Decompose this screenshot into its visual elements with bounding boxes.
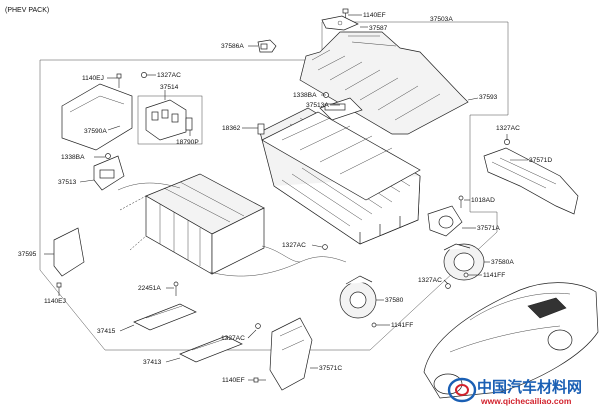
wiring-harness bbox=[117, 182, 347, 277]
bolt-1141ff-mid bbox=[371, 322, 384, 328]
nut-1327ac-bottom bbox=[255, 323, 261, 329]
label-37580a: 37580A bbox=[491, 259, 514, 266]
label-37514: 37514 bbox=[160, 84, 179, 91]
label-1327ac-mid: 1327AC bbox=[282, 242, 306, 249]
fuse-18790p bbox=[185, 117, 193, 131]
label-37590a: 37590A bbox=[84, 128, 107, 135]
cover-37590a bbox=[61, 83, 133, 151]
subassembly-frame-37514 bbox=[137, 95, 203, 145]
label-37503a: 37503A bbox=[430, 16, 453, 23]
label-1141ff-right: 1141FF bbox=[483, 272, 505, 279]
bracket-37595 bbox=[53, 227, 85, 277]
duct-37571c bbox=[269, 317, 313, 391]
label-22451a: 22451A bbox=[138, 285, 161, 292]
label-37413: 37413 bbox=[143, 359, 162, 366]
label-1338ba-left: 1338BA bbox=[61, 154, 85, 161]
vehicle-battery-highlight bbox=[527, 297, 567, 319]
label-37580: 37580 bbox=[385, 297, 404, 304]
bolt-1140ej-bottom bbox=[56, 282, 62, 296]
label-1327ac-right: 1327AC bbox=[496, 125, 520, 132]
callout-labels: 1140EF 37503A 37587 37586A 1140EJ 1327AC… bbox=[18, 12, 552, 384]
blower-37580 bbox=[339, 275, 377, 319]
assembly-boundary bbox=[39, 21, 509, 351]
bolt-1018ad bbox=[458, 195, 464, 208]
bolt-1338ba-left bbox=[105, 153, 111, 159]
nut-1327ac-right bbox=[504, 139, 510, 145]
cover-plate-37503a bbox=[299, 31, 469, 135]
watermark-logo-icon bbox=[447, 377, 477, 403]
label-1140ef-top: 1140EF bbox=[363, 12, 386, 19]
duct-37571a bbox=[427, 205, 463, 237]
label-1140ej-left: 1140EJ bbox=[82, 75, 104, 82]
label-37593: 37593 bbox=[479, 94, 498, 101]
site-watermark: 中国汽车材料网 www.qichecailiao.com bbox=[447, 377, 582, 406]
plate-37415 bbox=[133, 303, 197, 331]
label-1327ac-bottom: 1327AC bbox=[221, 335, 245, 342]
label-1018ad: 1018AD bbox=[471, 197, 495, 204]
nut-1327ac-low bbox=[322, 244, 328, 250]
label-37513a: 37513A bbox=[306, 102, 329, 109]
label-37587: 37587 bbox=[369, 25, 388, 32]
bracket-37513a bbox=[319, 97, 363, 121]
label-1141ff-mid: 1141FF bbox=[391, 322, 413, 329]
label-37595: 37595 bbox=[18, 251, 37, 258]
label-1338ba-upper: 1338BA bbox=[293, 92, 317, 99]
bolt-1140ef-top bbox=[342, 8, 349, 18]
bolt-22451a bbox=[173, 281, 179, 296]
label-37571a: 37571A bbox=[477, 225, 500, 232]
bolt-1140ef-bottom bbox=[253, 377, 266, 383]
connector-37586a bbox=[257, 39, 277, 53]
label-1140ef-bottom: 1140EF bbox=[222, 377, 245, 384]
label-1327ac-low: 1327AC bbox=[418, 277, 442, 284]
bracket-37587 bbox=[321, 15, 359, 31]
duct-37571d bbox=[483, 147, 579, 215]
vehicle-silhouette bbox=[423, 282, 599, 399]
label-18362: 18362 bbox=[222, 125, 241, 132]
nut-1327ac-mid bbox=[445, 283, 451, 289]
bracket-37513 bbox=[93, 155, 125, 191]
leader-lines bbox=[44, 14, 528, 381]
plate-37413 bbox=[179, 335, 243, 363]
watermark-site-name: 中国汽车材料网 bbox=[477, 378, 582, 396]
bolt-1141ff-right bbox=[463, 272, 476, 278]
fuse-18362 bbox=[257, 123, 265, 135]
label-37571d: 37571D bbox=[529, 157, 552, 164]
label-37415: 37415 bbox=[97, 328, 116, 335]
relay-box-37514 bbox=[145, 99, 187, 141]
label-37586a: 37586A bbox=[221, 43, 244, 50]
tray-frame bbox=[261, 111, 421, 201]
watermark-url: www.qichecailiao.com bbox=[480, 396, 572, 406]
pack-label: (PHEV PACK) bbox=[5, 7, 49, 14]
battery-module bbox=[119, 173, 265, 275]
blower-37580a bbox=[443, 243, 485, 281]
label-1327ac-top: 1327AC bbox=[157, 72, 181, 79]
label-37571c: 37571C bbox=[319, 365, 342, 372]
bolt-1140ej-left bbox=[116, 73, 122, 88]
label-1140ej-bottom: 1140EJ bbox=[44, 298, 66, 305]
label-18790p: 18790P bbox=[176, 139, 199, 146]
nut-1327ac-top bbox=[141, 72, 147, 78]
label-37513: 37513 bbox=[58, 179, 77, 186]
